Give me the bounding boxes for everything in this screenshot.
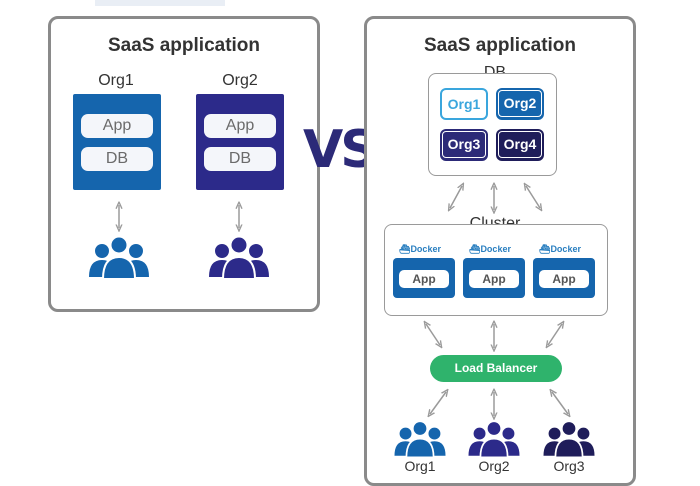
- double-arrow-icon: [526, 186, 540, 208]
- db-chip-org4: Org4: [496, 129, 544, 161]
- left-title: SaaS application: [107, 35, 261, 56]
- cluster-node-3-app: App: [539, 270, 589, 288]
- db-chip-org3: Org3: [440, 129, 488, 161]
- docker-icon: ⛴Docker: [467, 244, 513, 255]
- docker-icon: ⛴Docker: [397, 244, 443, 255]
- load-balancer: Load Balancer: [430, 355, 562, 382]
- db-chip-org2: Org2: [496, 88, 544, 120]
- db-chip-org1: Org1: [440, 88, 488, 120]
- left-org2-db: DB: [204, 147, 276, 171]
- users-group-icon: [88, 235, 150, 280]
- cluster-node-1-app: App: [399, 270, 449, 288]
- double-arrow-icon: [450, 186, 462, 208]
- db-chip-org3-inner: Org3: [442, 131, 486, 158]
- double-arrow-icon: [426, 324, 440, 345]
- double-arrow-icon: [548, 324, 562, 345]
- db-chip-org2-inner: Org2: [498, 90, 542, 117]
- left-org1-app: App: [81, 114, 153, 138]
- cluster-node-1: App: [393, 258, 455, 298]
- docker-icon: ⛴Docker: [537, 244, 583, 255]
- double-arrow-icon: [430, 392, 446, 414]
- users-group-icon: [542, 420, 596, 459]
- right-title: SaaS application: [423, 35, 577, 56]
- left-org2-box: App DB: [196, 94, 284, 190]
- left-org2-label: Org2: [222, 72, 258, 89]
- left-org2-app: App: [204, 114, 276, 138]
- cluster-node-2-app: App: [469, 270, 519, 288]
- top-strip: [95, 0, 225, 6]
- left-org1-db: DB: [81, 147, 153, 171]
- diagram-graphics: [88, 0, 596, 459]
- users-group-icon: [467, 420, 521, 459]
- left-org1-label: Org1: [98, 72, 134, 89]
- db-chip-org4-inner: Org4: [498, 131, 542, 158]
- users-group-icon: [208, 235, 270, 280]
- cluster-node-2: App: [463, 258, 525, 298]
- db-chip-org1-inner: Org1: [442, 90, 486, 118]
- cluster-node-3: App: [533, 258, 595, 298]
- users-group-icon: [393, 420, 447, 459]
- left-org1-box: App DB: [73, 94, 161, 190]
- double-arrow-icon: [552, 392, 568, 414]
